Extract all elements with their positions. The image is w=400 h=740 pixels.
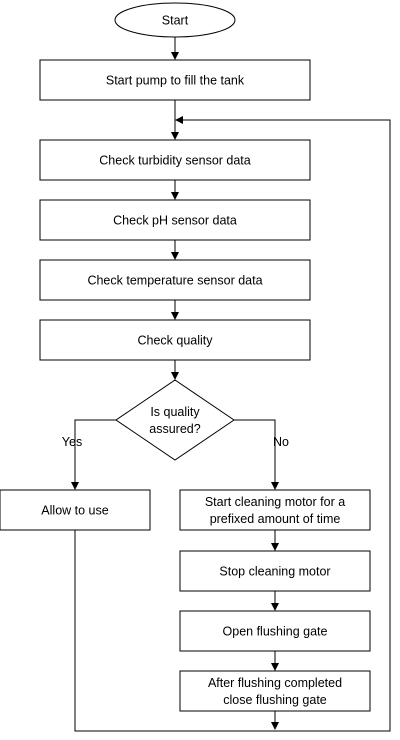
step-open-gate-label: Open flushing gate — [223, 625, 328, 639]
step-close-gate-line-1: After flushing completed — [208, 676, 342, 690]
step-temperature-label: Check temperature sensor data — [87, 274, 262, 288]
no-label: No — [273, 435, 289, 449]
start-node: Start — [114, 2, 236, 38]
step-close-gate-line-2: close flushing gate — [223, 693, 327, 707]
step-allow-use-label: Allow to use — [41, 504, 108, 518]
decision-line-2: assured? — [149, 422, 200, 436]
decision-line-1: Is quality — [150, 405, 200, 419]
step-allow-use: Allow to use — [0, 489, 151, 531]
start-label: Start — [162, 14, 189, 28]
yes-label: Yes — [62, 435, 82, 449]
step-stop-motor: Stop cleaning motor — [179, 550, 371, 592]
step-stop-motor-label: Stop cleaning motor — [219, 565, 330, 579]
step-open-gate: Open flushing gate — [179, 610, 371, 652]
step-turbidity: Check turbidity sensor data — [39, 139, 311, 181]
step-quality-label: Check quality — [137, 334, 213, 348]
step-close-gate: After flushing completed close flushing … — [179, 670, 371, 712]
step-ph-label: Check pH sensor data — [113, 214, 237, 228]
step-start-cleaning-line-1: Start cleaning motor for a — [205, 495, 345, 509]
decision-quality-assured: Is quality assured? — [115, 379, 235, 461]
step-quality: Check quality — [39, 319, 311, 361]
edge-loop-back — [175, 116, 391, 732]
edge-decision-yes — [71, 419, 116, 490]
step-temperature: Check temperature sensor data — [39, 259, 311, 301]
step-turbidity-label: Check turbidity sensor data — [99, 154, 251, 168]
step-ph: Check pH sensor data — [39, 199, 311, 241]
step-fill-tank: Start pump to fill the tank — [39, 59, 311, 101]
edge-allow-to-bottom — [74, 530, 275, 732]
step-fill-tank-label: Start pump to fill the tank — [106, 74, 245, 88]
step-start-cleaning: Start cleaning motor for a prefixed amou… — [179, 489, 371, 531]
edge-decision-no — [234, 419, 279, 490]
step-start-cleaning-line-2: prefixed amount of time — [210, 512, 341, 526]
